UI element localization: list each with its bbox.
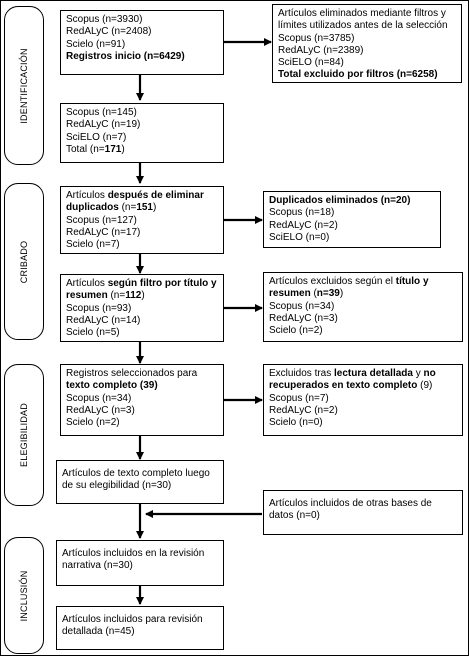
excl-scopus: Scopus (n=34): [269, 300, 335, 312]
box-sin-duplicados: Artículos después de eliminar duplicados…: [60, 186, 224, 254]
filtros-total: Total excluido por filtros (n=6258): [278, 69, 456, 81]
box-total-171: Scopus (n=145) RedALyC (n=19) SciELO (n=…: [60, 103, 224, 163]
box5-a: Registros seleccionados para: [66, 368, 198, 379]
filtros-scopus: Scopus (n=3785): [278, 32, 355, 44]
box4-a: Artículos: [66, 278, 108, 289]
box-excluidos-filtros: Artículos eliminados mediante filtros y …: [272, 4, 462, 83]
excl-redalyc: RedALyC (n=3): [269, 312, 338, 324]
box1-scopus: Scopus (n=3930): [66, 14, 143, 25]
dup-title: Duplicados eliminados (n=20): [269, 195, 435, 207]
lect-b: lectura detallada: [334, 368, 413, 379]
filtros-desc: Artículos eliminados mediante filtros y …: [278, 8, 448, 32]
box-revision-detallada: Artículos incluidos para revisión detall…: [56, 606, 224, 650]
box5-scopus: Scopus (n=34): [66, 392, 132, 404]
box2-total: Total (n=171): [66, 144, 218, 156]
box2-total-b: 171: [104, 143, 122, 155]
box2-total-a: Total (n=: [66, 143, 105, 155]
dup-scielo: SciELO (n=0): [269, 231, 330, 243]
box5-title: Registros seleccionados para texto compl…: [66, 368, 218, 393]
lect-a: Excluidos tras: [269, 368, 335, 379]
box3-scielo: Scielo (n=7): [66, 239, 120, 251]
box1-total: Registros inicio (n=6429): [66, 51, 218, 63]
box4-e: ): [141, 290, 145, 302]
box1-total-text: Registros inicio (n=6429): [66, 50, 185, 62]
excl-b: título y resumen: [269, 276, 429, 300]
box3-c: (n=: [118, 202, 137, 214]
box-duplicados: Duplicados eliminados (n=20) Scopus (n=1…: [263, 191, 441, 248]
excl-title: Artículos excluidos según el título y re…: [269, 276, 457, 301]
box-revision-narrativa: Artículos incluidos en la revisión narra…: [56, 540, 224, 586]
excl-d: n=39: [316, 288, 340, 300]
box5-scielo: Scielo (n=2): [66, 417, 120, 429]
box4-title: Artículos según filtro por título y resu…: [66, 278, 218, 303]
box-registros-inicio: Scopus (n=3930) RedALyC (n=2408) Scielo …: [60, 10, 224, 75]
lect-d: no recuperados en texto completo: [269, 368, 436, 392]
lect-redalyc: RedALyC (n=2): [269, 404, 338, 416]
box6-text: Artículos de texto completo luego de su …: [62, 468, 210, 492]
lect-scopus: Scopus (n=7): [269, 392, 329, 404]
box3-redalyc: RedALyC (n=17): [66, 226, 141, 238]
box1-redalyc: RedALyC (n=2408): [66, 26, 152, 38]
phase-identificacion: IDENTIFICACIÓN: [4, 6, 44, 165]
box3-title: Artículos después de eliminar duplicados…: [66, 190, 218, 215]
box5-redalyc: RedALyC (n=3): [66, 404, 135, 416]
lect-title: Excluidos tras lectura detallada y no re…: [269, 368, 457, 393]
dup-scopus: Scopus (n=18): [269, 207, 335, 219]
box3-scopus: Scopus (n=127): [66, 214, 137, 226]
filtros-redalyc: RedALyC (n=2389): [278, 44, 364, 56]
box5-b: texto completo (39): [66, 380, 158, 392]
box3-e: ): [153, 202, 157, 214]
phase-inclusion: INCLUSIÓN: [4, 537, 44, 654]
box-otras-bases: Artículos incluidos de otras bases de da…: [263, 490, 463, 535]
box-excluidos-titulo: Artículos excluidos según el título y re…: [263, 272, 463, 342]
box2-scielo: SciELO (n=7): [66, 131, 127, 143]
excl-c: (: [310, 288, 317, 300]
box1-scielo: Scielo (n=91): [66, 38, 126, 50]
box4-redalyc: RedALyC (n=14): [66, 314, 141, 326]
lect-e: (9): [417, 380, 433, 392]
box-elegibilidad-30: Artículos de texto completo luego de su …: [56, 460, 224, 504]
phase-elegibilidad: ELEGIBILIDAD: [4, 364, 44, 506]
filtros-total-text: Total excluido por filtros (n=6258): [278, 69, 438, 81]
otras-text: Artículos incluidos de otras bases de da…: [269, 498, 432, 522]
box3-b: después de eliminar duplicados: [66, 190, 204, 214]
box2-scopus: Scopus (n=145): [66, 107, 137, 118]
box-lectura-detallada: Excluidos tras lectura detallada y no re…: [263, 364, 463, 436]
box8-text: Artículos incluidos para revisión detall…: [62, 614, 203, 638]
box2-total-c: ): [121, 143, 125, 155]
filtros-scielo: SciELO (n=84): [278, 57, 344, 69]
box4-d: 112: [125, 290, 142, 302]
box4-c: (n=: [107, 290, 126, 302]
excl-a: Artículos excluidos según el: [269, 276, 396, 287]
dup-redalyc: RedALyC (n=2): [269, 219, 338, 231]
box3-d: 151: [136, 202, 153, 214]
lect-c: y: [412, 368, 424, 379]
phase-cribado: CRIBADO: [4, 183, 44, 340]
box4-b: según filtro por título y resumen: [66, 278, 217, 302]
box7-text: Artículos incluidos en la revisión narra…: [62, 548, 205, 572]
box-texto-completo: Registros seleccionados para texto compl…: [60, 364, 224, 436]
excl-scielo: Scielo (n=2): [269, 325, 323, 337]
box3-a: Artículos: [66, 190, 108, 201]
box-titulo-resumen: Artículos según filtro por título y resu…: [60, 274, 224, 342]
dup-title-text: Duplicados eliminados (n=20): [269, 195, 411, 206]
box4-scielo: Scielo (n=5): [66, 327, 120, 339]
excl-e: ): [339, 288, 344, 300]
box4-scopus: Scopus (n=93): [66, 302, 132, 314]
box2-redalyc: RedALyC (n=19): [66, 119, 141, 131]
lect-scielo: Scielo (n=0): [269, 417, 323, 429]
